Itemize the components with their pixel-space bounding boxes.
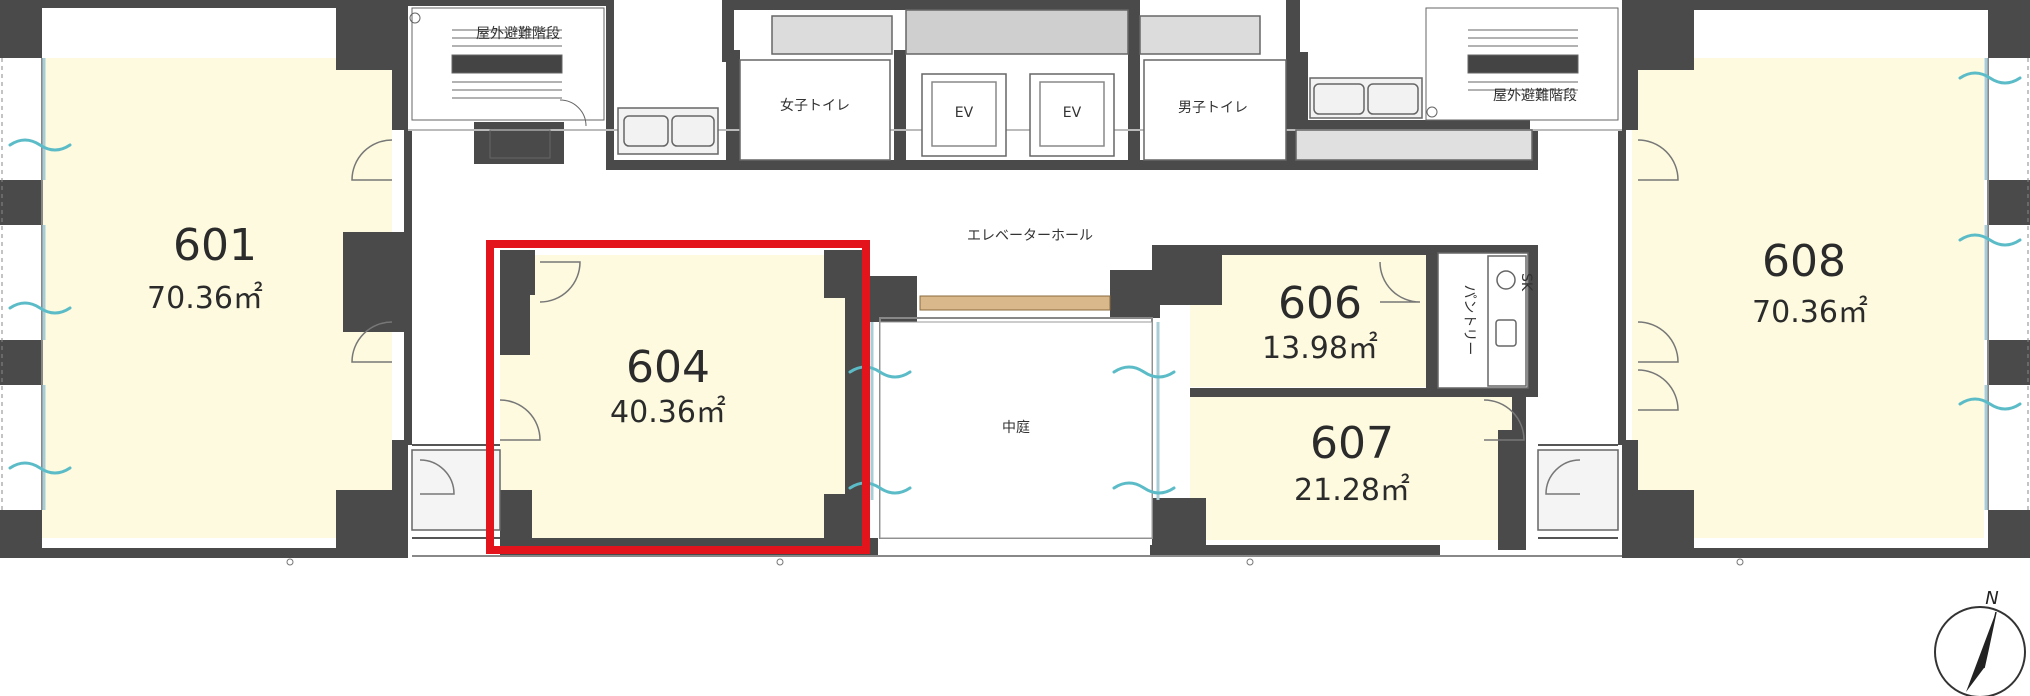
- small-closets: [411, 449, 1619, 531]
- stairs-left: [409, 7, 605, 159]
- room-607-area-label: 21.28㎡: [1294, 473, 1410, 508]
- column-markers: [286, 558, 1744, 566]
- room-608-area[interactable]: [1632, 58, 1984, 538]
- north-label: N: [1985, 588, 1998, 609]
- toilet-men-label: 男子トイレ: [1178, 100, 1248, 116]
- room-606-number: 606: [1278, 278, 1362, 329]
- core-rooms: [739, 9, 1287, 161]
- room-604-area-label: 40.36㎡: [610, 395, 726, 430]
- compass-needle-icon: [1966, 612, 1996, 692]
- room-601-area[interactable]: [42, 58, 392, 538]
- selected-room-highlight: [486, 240, 870, 554]
- room-601-number: 601: [173, 220, 257, 271]
- sk-label: SK: [1518, 273, 1534, 292]
- stair-right-label: 屋外避難階段: [1493, 88, 1577, 104]
- pantry-label: パントリー: [1461, 285, 1477, 356]
- ev-2-label: EV: [1063, 105, 1082, 121]
- room-604-number: 604: [626, 342, 710, 393]
- wood-deck: [919, 295, 1111, 311]
- room-608-number: 608: [1762, 236, 1846, 287]
- windows: [42, 58, 1988, 510]
- room-606-area-label: 13.98㎡: [1262, 331, 1378, 366]
- north-arrow: N: [1934, 588, 2026, 696]
- room-601-area-label: 70.36㎡: [147, 281, 263, 316]
- pantry-box: [1437, 252, 1529, 389]
- stair-left-label: 屋外避難階段: [476, 26, 560, 42]
- courtyard-label: 中庭: [1002, 419, 1030, 436]
- door-swings: [351, 139, 1679, 495]
- ev-1-label: EV: [955, 105, 974, 121]
- room-607-number: 607: [1310, 418, 1394, 469]
- courtyard-box: [879, 321, 1153, 539]
- room-608-area-label: 70.36㎡: [1752, 295, 1868, 330]
- balcony-dashes: [1, 58, 2029, 510]
- room-606-area[interactable]: [1190, 255, 1430, 387]
- toilet-women-label: 女子トイレ: [780, 97, 850, 114]
- sink-counters: [617, 77, 1533, 161]
- room-604-area[interactable]: [500, 255, 850, 540]
- stairs-right: [1425, 7, 1619, 121]
- airflow-icons: [8, 71, 2022, 495]
- room-607-area[interactable]: [1190, 397, 1515, 540]
- elevator-hall-label: エレベーターホール: [967, 228, 1093, 244]
- walls: [0, 0, 2030, 558]
